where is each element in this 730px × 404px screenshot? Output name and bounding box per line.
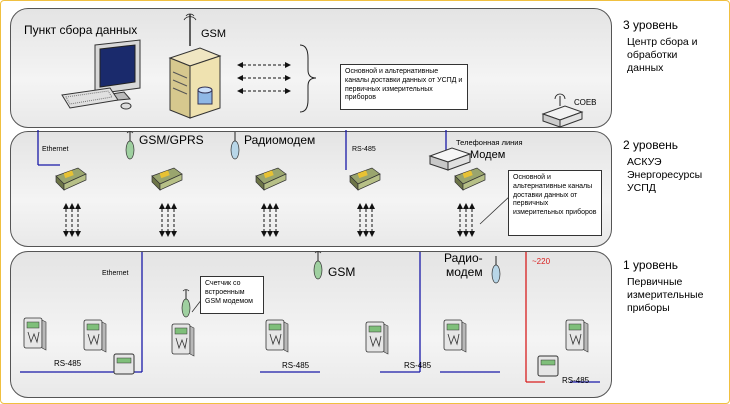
gsm-l1-label: GSM: [328, 265, 356, 279]
level-2-desc-3: УСПД: [627, 181, 656, 194]
soev-device-icon: [541, 93, 584, 128]
radio-l1-label-b: модем: [446, 265, 483, 279]
small-meter-icon: [537, 355, 559, 377]
uspd-device-icon: [151, 167, 183, 191]
meter-gsm-callout: Счетчик со встроенным GSM модемом: [200, 276, 264, 314]
level-3-description: 3 уровень Центр сбора и обработки данных: [623, 18, 698, 74]
meter-icon: [23, 317, 47, 351]
radio-l1-label-a: Радио-: [444, 251, 483, 265]
meter-icon: [565, 319, 589, 353]
level-2-description: 2 уровень АСКУЭ Энергоресурсы УСПД: [623, 138, 702, 194]
callout-leader: [479, 195, 511, 225]
gsm-top-label: GSM: [201, 28, 227, 40]
soev-label: СОЕВ: [574, 98, 597, 107]
uspd-device-icon: [349, 167, 381, 191]
level-1-desc-2: измерительные: [627, 288, 704, 301]
level-2-desc-2: Энергоресурсы: [627, 168, 703, 181]
mid-channels-callout: Основной и альтернативные каналы доставк…: [508, 170, 602, 236]
level-1-description: 1 уровень Первичные измерительные прибор…: [623, 258, 703, 314]
meter-icon: [443, 319, 467, 353]
meter-icon: [83, 319, 107, 353]
computer-icon: [61, 39, 141, 110]
rs485-label-a: RS-485: [54, 359, 82, 368]
meter-gsm-antenna-icon: [181, 289, 191, 318]
level-1-heading: 1 уровень: [623, 258, 679, 272]
channel-arrows: [66, 204, 78, 236]
rs485-label-d: RS-485: [562, 376, 590, 385]
level-3-desc-3: данных: [627, 61, 664, 74]
uspd-device-icon: [55, 167, 87, 191]
gsm-antenna-icon: [313, 251, 323, 280]
phone-line-label: Телефонная линия: [456, 138, 523, 147]
level-3-desc-2: обработки: [627, 48, 678, 61]
rs485-label-b: RS-485: [282, 361, 310, 370]
channel-arrows-top: [237, 44, 317, 113]
radio-modem-antenna-icon: [491, 255, 501, 284]
modem-icon: [428, 147, 472, 171]
level-1-desc-3: приборы: [627, 301, 670, 314]
rs485-l2-label: RS-485: [352, 146, 376, 153]
top-channels-callout: Основной и альтернативные каналы доставк…: [340, 64, 468, 110]
meter-icon: [265, 319, 289, 353]
radiomodem-antenna-icon: [230, 131, 240, 160]
meter-icon: [171, 323, 195, 357]
uspd-device-icon: [454, 167, 486, 191]
v220-label: ~220: [532, 257, 551, 266]
meter-icon: [365, 321, 389, 355]
level-1-band: [10, 251, 612, 398]
ethernet-l2-label: Ethernet: [42, 146, 69, 153]
level-2-desc-1: АСКУЭ: [627, 156, 662, 169]
server-icon: [168, 13, 222, 119]
modem-label: Модем: [470, 149, 506, 161]
level-1-desc-1: Первичные: [627, 276, 683, 289]
small-meter-icon: [113, 353, 135, 375]
uspd-device-icon: [255, 167, 287, 191]
connection-lines: [20, 130, 600, 383]
rs485-label-c: RS-485: [404, 361, 432, 370]
channel-arrows: [460, 204, 472, 236]
ethernet-l1-label: Ethernet: [102, 270, 129, 277]
gsm-gprs-label: GSM/GPRS: [139, 133, 204, 147]
channel-arrows: [264, 204, 276, 236]
channel-arrows: [360, 204, 372, 236]
level-3-heading: 3 уровень: [623, 18, 679, 32]
channel-arrows: [162, 204, 174, 236]
level-3-desc-1: Центр сбора и: [627, 36, 698, 49]
level-2-heading: 2 уровень: [623, 138, 679, 152]
gsm-gprs-antenna-icon: [125, 131, 135, 160]
radiomodem-l2-label: Радиомодем: [244, 133, 316, 147]
data-center-label: Пункт сбора данных: [24, 23, 138, 37]
